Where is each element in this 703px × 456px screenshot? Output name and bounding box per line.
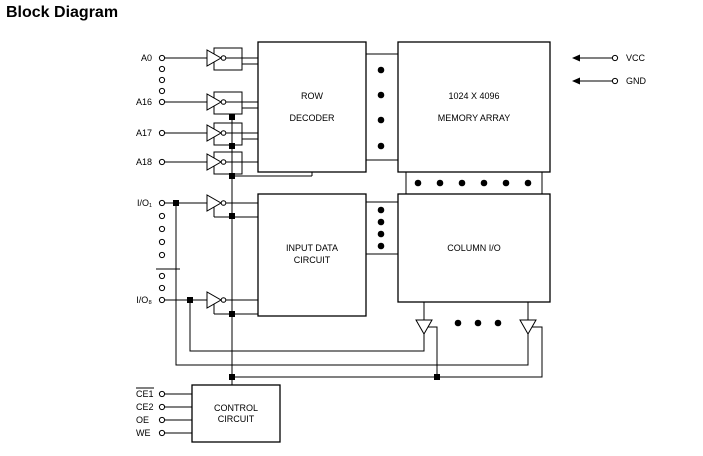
pin-label-ce2: CE2: [136, 402, 154, 412]
io-pin-1: I/O₁: [137, 194, 258, 218]
row-decoder-label-1: ROW: [301, 91, 324, 101]
pin-label-io8: I/O₈: [136, 295, 152, 305]
input-data-circuit-block: INPUT DATA CIRCUIT: [257, 193, 367, 317]
pin-label-a0: A0: [141, 53, 152, 63]
column-io-block: COLUMN I/O: [397, 193, 551, 303]
column-io-label: COLUMN I/O: [447, 243, 501, 253]
address-pin-a16: A16: [136, 91, 258, 115]
memory-array-block: 1024 X 4096 MEMORY ARRAY: [397, 41, 551, 173]
input-to-column-bus: [365, 201, 399, 255]
control-circuit-block: CONTROL CIRCUIT: [191, 384, 281, 443]
pin-label-a18: A18: [136, 157, 152, 167]
pin-label-a17: A17: [136, 128, 152, 138]
pin-label-we: WE: [136, 428, 151, 438]
control-circuit-label-2: CIRCUIT: [218, 414, 255, 424]
memory-array-label-1: 1024 X 4096: [448, 91, 499, 101]
decoder-to-array-bus: [365, 53, 399, 161]
io-pin-dots: [156, 212, 180, 292]
pin-label-ce1: CE1: [136, 389, 154, 399]
row-decoder-label-2: DECODER: [289, 113, 335, 123]
memory-array-label-2: MEMORY ARRAY: [438, 113, 511, 123]
address-pin-dots: [158, 65, 166, 95]
pin-label-gnd: GND: [626, 76, 647, 86]
control-pin-we: WE: [136, 428, 192, 438]
row-decoder-block: ROW DECODER: [257, 41, 367, 173]
address-pin-a17: A17: [136, 122, 258, 146]
pin-label-a16: A16: [136, 97, 152, 107]
input-data-label-2: CIRCUIT: [294, 255, 331, 265]
input-data-label-1: INPUT DATA: [286, 243, 338, 253]
pin-label-vcc: VCC: [626, 53, 646, 63]
control-pin-ce2: CE2: [136, 402, 192, 412]
control-bus: [229, 114, 313, 385]
pin-label-oe: OE: [136, 415, 149, 425]
control-pin-ce1: CE1: [136, 387, 192, 399]
pin-label-io1: I/O₁: [137, 198, 152, 208]
control-circuit-label-1: CONTROL: [214, 403, 258, 413]
io-pin-8: I/O₈: [136, 291, 258, 315]
address-pin-a18: A18: [136, 151, 258, 175]
array-to-column-bus: [405, 171, 543, 195]
column-output-buffers: [175, 203, 543, 380]
page-title: Block Diagram: [6, 4, 119, 21]
power-pin-gnd: GND: [572, 76, 647, 86]
control-pin-oe: OE: [136, 415, 192, 425]
power-pin-vcc: VCC: [572, 53, 646, 63]
address-pin-a0: A0: [141, 47, 258, 71]
